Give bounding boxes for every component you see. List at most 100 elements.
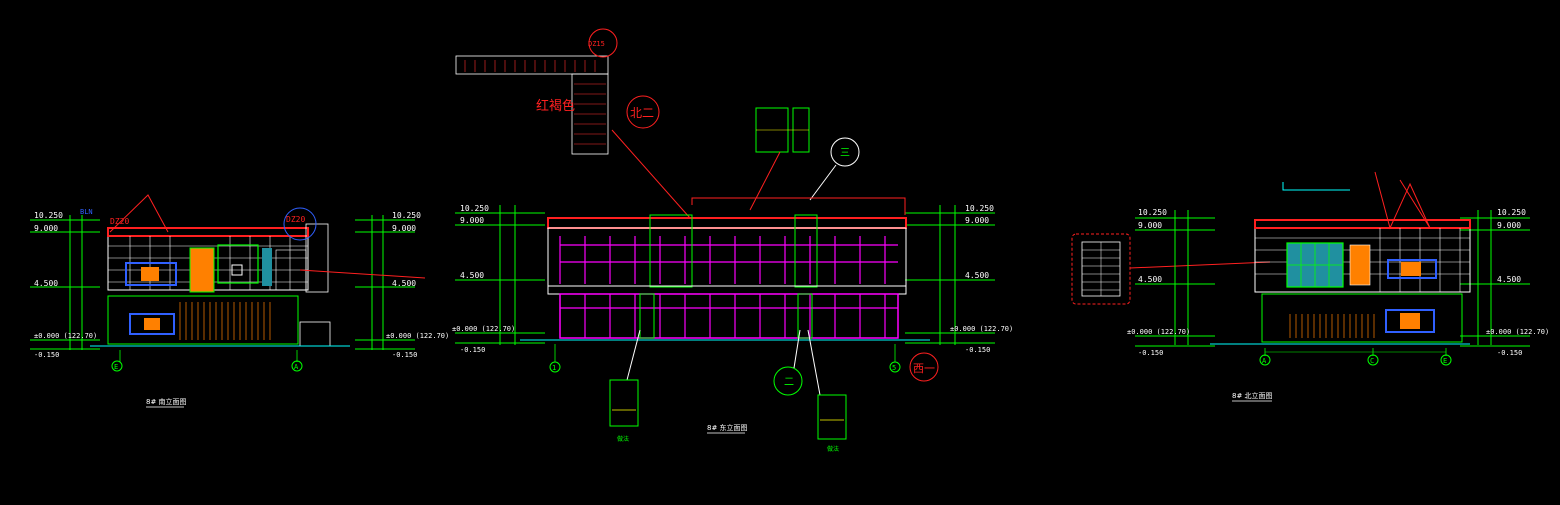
left-dim-lines xyxy=(30,215,415,350)
left-level-floor2-r: 4.500 xyxy=(392,279,416,288)
right-level-roof: 9.000 xyxy=(1138,221,1162,230)
right-axis-bubble-c xyxy=(1367,354,1379,366)
left-level-ground-r: ±0.000 (122.70) xyxy=(386,332,449,340)
left-level-top: 10.250 xyxy=(34,211,63,220)
left-central-sign xyxy=(231,264,243,276)
right-axis-bubble-a xyxy=(1259,354,1271,366)
center-callout-three-label: 三 xyxy=(840,148,850,159)
center-callout-top xyxy=(588,28,618,58)
right-level-ground: ±0.000 (122.70) xyxy=(1127,328,1190,336)
right-level-base: -0.150 xyxy=(1138,349,1163,357)
center-level-roof: 9.000 xyxy=(460,216,484,225)
center-axis-5: 5 xyxy=(892,364,896,372)
left-axis-bubble-e xyxy=(111,360,123,372)
left-parapet xyxy=(107,227,309,237)
center-stair-core-2 xyxy=(794,214,818,288)
right-elevation: 10.250 9.000 4.500 ±0.000 (122.70) -0.15… xyxy=(1071,171,1549,402)
right-axis-e: E xyxy=(1443,357,1447,365)
center-level-roof-r: 9.000 xyxy=(965,216,989,225)
left-axis-a: A xyxy=(294,363,299,371)
center-lower-glazing xyxy=(559,293,899,339)
left-red-tag-2: DZ20 xyxy=(286,215,305,224)
center-level-ground-r: ±0.000 (122.70) xyxy=(950,325,1013,333)
left-stair-box xyxy=(305,223,329,293)
right-level-base-r: -0.150 xyxy=(1497,349,1522,357)
right-lower-facade xyxy=(1261,293,1463,343)
left-annex xyxy=(299,321,331,347)
center-sub-label-right: 做法 xyxy=(827,445,839,453)
center-stair-core xyxy=(649,214,693,288)
center-callout-west-label: 西一 xyxy=(913,362,935,375)
right-red-leader xyxy=(1374,171,1431,230)
left-red-tag-1: DZ20 xyxy=(110,217,129,226)
left-lower-orange xyxy=(144,318,160,330)
center-level-base-r: -0.150 xyxy=(965,346,990,354)
left-level-ground: ±0.000 (122.70) xyxy=(34,332,97,340)
right-axis-a: A xyxy=(1262,357,1267,365)
left-lower-facade xyxy=(107,295,299,345)
left-level-base-r: -0.150 xyxy=(392,351,417,359)
right-parapet xyxy=(1254,219,1471,229)
right-level-roof-r: 9.000 xyxy=(1497,221,1521,230)
center-upper-mullions xyxy=(559,236,898,284)
left-panel-orange-1 xyxy=(141,267,159,281)
center-elevation: DZ15 红褐色 北二 三 xyxy=(452,28,1013,453)
center-callout-three xyxy=(830,137,860,167)
right-axis-c: C xyxy=(1370,357,1374,365)
right-top-detail xyxy=(1282,182,1350,191)
left-level-floor2: 4.500 xyxy=(34,279,58,288)
center-detail-bottom-right xyxy=(817,394,847,440)
right-lower-window xyxy=(1385,309,1435,333)
left-teal-strip xyxy=(262,248,272,286)
center-level-floor2-r: 4.500 xyxy=(965,271,989,280)
right-window-blue xyxy=(1387,259,1437,279)
center-callout-north xyxy=(626,95,660,129)
left-lower-window xyxy=(129,313,175,335)
center-level-base: -0.150 xyxy=(460,346,485,354)
center-sub-label-left: 做法 xyxy=(617,435,629,443)
right-level-top-r: 10.250 xyxy=(1497,208,1526,217)
left-blue-circle xyxy=(283,207,317,241)
center-level-floor2: 4.500 xyxy=(460,271,484,280)
right-lower-louvers xyxy=(1289,314,1375,338)
center-color-note: 红褐色 xyxy=(536,98,575,114)
center-axis-bubble-1 xyxy=(549,361,561,373)
center-level-top: 10.250 xyxy=(460,204,489,213)
right-orange-panel-2 xyxy=(1401,262,1421,276)
center-callout-west xyxy=(909,352,939,382)
left-title: 8# 南立面图 xyxy=(146,397,187,406)
right-detail-box xyxy=(1071,233,1131,305)
left-level-roof-r: 9.000 xyxy=(392,224,416,233)
center-callout-two xyxy=(773,366,803,396)
left-axis-e: E xyxy=(114,363,118,371)
center-top-strip-marks xyxy=(464,60,596,72)
center-parapet xyxy=(547,217,907,229)
left-red-leader xyxy=(109,194,169,233)
left-elevation: 10.250 9.000 4.500 ±0.000 (122.70) -0.15… xyxy=(30,194,449,408)
left-level-top-r: 10.250 xyxy=(392,211,421,220)
center-callout-top-tag: DZ15 xyxy=(588,40,605,48)
right-dim-lines xyxy=(1135,210,1530,347)
center-title: 8# 东立面图 xyxy=(707,423,748,432)
center-callout-north-label: 北二 xyxy=(630,106,654,120)
center-callout-two-label: 二 xyxy=(784,377,794,388)
center-lower-mullions xyxy=(560,294,898,338)
right-level-floor2-r: 4.500 xyxy=(1497,275,1521,284)
right-lower-orange xyxy=(1400,313,1420,329)
left-level-roof: 9.000 xyxy=(34,224,58,233)
center-vertical-strip xyxy=(571,73,609,155)
right-level-top: 10.250 xyxy=(1138,208,1167,217)
center-dim-lines xyxy=(455,205,995,345)
left-lower-louvers xyxy=(179,302,271,340)
left-window-blue xyxy=(125,262,177,286)
center-upper-facade xyxy=(547,227,907,287)
right-axis-bubble-e xyxy=(1440,354,1452,366)
center-detail-bottom-left xyxy=(609,379,639,427)
left-central-frame xyxy=(217,244,259,284)
left-level-base: -0.150 xyxy=(34,351,59,359)
right-title: 8# 北立面图 xyxy=(1232,391,1273,400)
center-level-ground: ±0.000 (122.70) xyxy=(452,325,515,333)
center-level-top-r: 10.250 xyxy=(965,204,994,213)
left-panel-orange-2 xyxy=(189,247,215,293)
